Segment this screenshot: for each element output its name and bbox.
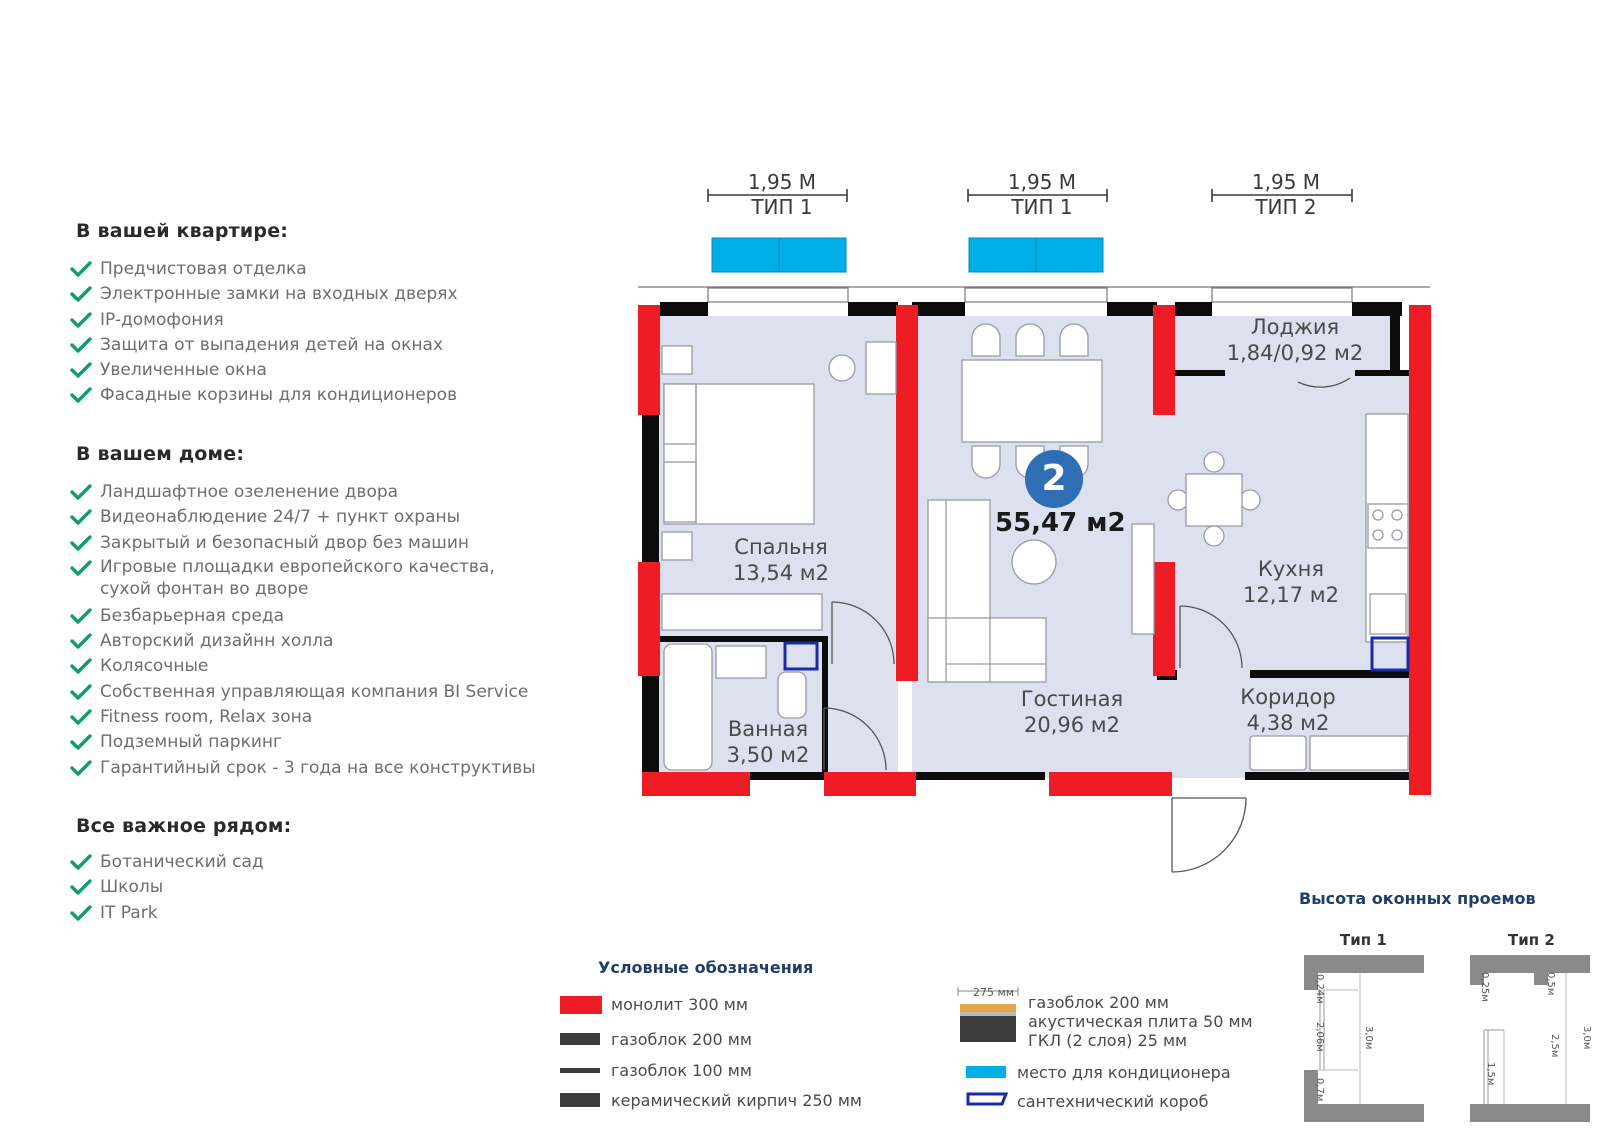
check-icon bbox=[70, 484, 92, 500]
list-item: Предчистовая отделка bbox=[70, 257, 458, 282]
check-icon bbox=[70, 904, 92, 921]
list-item: Защита от выпадения детей на окнах bbox=[70, 333, 458, 358]
list-item: Ландшафтное озеленение двора bbox=[70, 480, 536, 505]
check-icon bbox=[70, 709, 92, 725]
list-item: Игровые площадки европейского качества,с… bbox=[70, 556, 536, 600]
legend-item: место для кондиционера bbox=[1017, 1063, 1231, 1082]
list-item: IT Park bbox=[70, 901, 264, 926]
window-type2-section bbox=[1470, 955, 1590, 1122]
check-icon bbox=[70, 261, 92, 277]
check-icon bbox=[70, 633, 92, 649]
list-item: Закрытый и безопасный двор без машин bbox=[70, 531, 536, 556]
check-icon bbox=[70, 734, 92, 751]
ac-unit-spot bbox=[711, 237, 1104, 273]
check-icon bbox=[70, 337, 92, 353]
window-type1-section bbox=[1304, 955, 1424, 1122]
sanitary-duct bbox=[783, 636, 1410, 672]
window-type1-label: Тип 1 bbox=[1340, 931, 1387, 949]
swatch-gasblock-100 bbox=[560, 1068, 600, 1073]
list-item: Фасадные корзины для кондиционеров bbox=[70, 383, 458, 408]
window-label-2: 1,95 М ТИП 1 bbox=[1007, 170, 1077, 219]
feature-list-nearby: Ботанический сад Школы IT Park bbox=[70, 850, 264, 926]
list-item: Электронные замки на входных дверях bbox=[70, 282, 458, 307]
window-label-1: 1,95 М ТИП 1 bbox=[747, 170, 817, 219]
total-area: 55,47 м2 bbox=[995, 508, 1126, 538]
feature-list-building: Ландшафтное озеленение двора Видеонаблюд… bbox=[70, 480, 536, 781]
dim-type1-bottom: 0,7м bbox=[1314, 1078, 1325, 1102]
check-icon bbox=[70, 759, 92, 776]
check-icon bbox=[70, 534, 92, 551]
swatch-monolith bbox=[560, 996, 602, 1014]
window-heights-diagram bbox=[1304, 955, 1590, 1122]
legend-item: керамический кирпич 250 мм bbox=[611, 1091, 862, 1110]
check-icon bbox=[70, 311, 92, 328]
legend-item: газоблок 100 мм bbox=[611, 1061, 752, 1080]
window-heights-title: Высота оконных проемов bbox=[1299, 889, 1536, 908]
check-icon bbox=[70, 286, 92, 302]
monolith-walls bbox=[638, 305, 1431, 796]
check-icon bbox=[70, 658, 92, 675]
check-icon bbox=[70, 608, 92, 624]
legend-item: газоблок 200 мм bbox=[611, 1030, 752, 1049]
list-item: IP-домофония bbox=[70, 308, 458, 333]
swatch-ac bbox=[966, 1066, 1006, 1078]
furniture bbox=[661, 323, 1409, 771]
composite-dimension: 275 мм bbox=[973, 986, 1015, 999]
list-item: Ботанический сад bbox=[70, 850, 264, 875]
check-icon bbox=[70, 387, 92, 404]
dim-type2-top: 0,25м bbox=[1479, 972, 1490, 1002]
list-item: Видеонаблюдение 24/7 + пункт охраны bbox=[70, 505, 536, 530]
legend-item: монолит 300 мм bbox=[611, 995, 748, 1014]
check-icon bbox=[70, 362, 92, 378]
list-item: Школы bbox=[70, 875, 264, 900]
window-label-3: 1,95 М ТИП 2 bbox=[1251, 170, 1321, 219]
list-item: Fitness room, Relax зона bbox=[70, 705, 536, 730]
dim-type2-middle: 2,5м bbox=[1549, 1034, 1560, 1058]
list-item: Подземный паркинг bbox=[70, 730, 536, 755]
check-icon bbox=[70, 509, 92, 525]
dim-type1-top: 0,24м bbox=[1314, 974, 1325, 1004]
swatch-composite-wall bbox=[957, 987, 1019, 1042]
swatch-brick bbox=[560, 1093, 600, 1107]
section-title-building: В вашем доме: bbox=[76, 443, 245, 465]
section-title-apartment: В вашей квартире: bbox=[76, 220, 289, 242]
list-item: Гарантийный срок - 3 года на все констру… bbox=[70, 756, 536, 781]
check-icon bbox=[70, 854, 92, 870]
window-type2-label: Тип 2 bbox=[1508, 931, 1555, 949]
window-openings bbox=[638, 286, 1430, 303]
feature-list-apartment: Предчистовая отделка Электронные замки н… bbox=[70, 257, 458, 409]
check-icon bbox=[70, 684, 92, 700]
check-icon bbox=[70, 560, 92, 576]
dim-type2-top2: 0,5м bbox=[1545, 972, 1556, 996]
legend-composite-text: газоблок 200 мм акустическая плита 50 мм… bbox=[1028, 993, 1253, 1050]
legend-item: сантехнический короб bbox=[1017, 1092, 1209, 1111]
list-item: Авторский дизайнн холла bbox=[70, 629, 536, 654]
window-dimension-marker bbox=[707, 189, 1353, 202]
door-swings bbox=[823, 377, 1351, 873]
list-item: Собственная управляющая компания BI Serv… bbox=[70, 680, 536, 705]
swatch-sanitary-duct bbox=[966, 1092, 1009, 1106]
section-title-nearby: Все важное рядом: bbox=[76, 815, 292, 837]
dim-type2-total: 3,0м bbox=[1581, 1026, 1592, 1050]
dim-type1-total: 3,0м bbox=[1363, 1026, 1374, 1050]
dim-type2-door: 1,5м bbox=[1485, 1062, 1496, 1086]
gasblock-walls bbox=[642, 302, 1410, 780]
swatch-gasblock-200 bbox=[560, 1033, 600, 1045]
list-item: Увеличенные окна bbox=[70, 358, 458, 383]
list-item: Безбарьерная среда bbox=[70, 604, 536, 629]
rooms-count-badge: 2 bbox=[1025, 450, 1083, 508]
dim-type1-middle: 2,06м bbox=[1314, 1022, 1325, 1052]
legend-title: Условные обозначения bbox=[598, 958, 814, 977]
check-icon bbox=[70, 879, 92, 895]
list-item: Колясочные bbox=[70, 654, 536, 679]
